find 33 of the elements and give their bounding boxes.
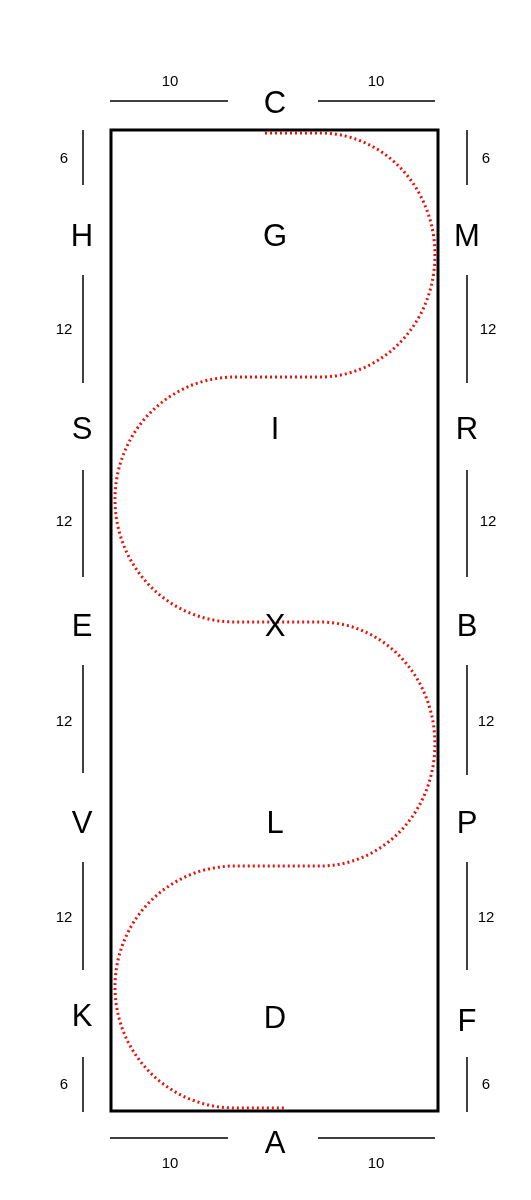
arena-letter: H	[70, 219, 94, 251]
dimension-label: 12	[477, 908, 495, 924]
dimension-label: 10	[161, 1154, 179, 1170]
dimension-label: 12	[55, 320, 73, 336]
arena-letter: M	[454, 219, 480, 251]
arena-letter: D	[263, 1001, 287, 1033]
arena-letter: P	[456, 806, 478, 838]
arena-letter: S	[71, 412, 93, 444]
dimension-label: 12	[55, 712, 73, 728]
arena-letter: E	[71, 609, 93, 641]
dimension-label: 6	[59, 149, 69, 165]
arena-letter: K	[71, 999, 93, 1031]
dimension-label: 10	[367, 72, 385, 88]
arena-letter: F	[457, 1004, 477, 1036]
arena-letter: I	[270, 412, 280, 444]
dimension-label: 6	[481, 149, 491, 165]
dimension-label: 12	[55, 512, 73, 528]
arena-letter: L	[266, 806, 284, 838]
dimension-label: 12	[55, 908, 73, 924]
dimension-label: 6	[481, 1075, 491, 1091]
arena-letter: B	[456, 609, 478, 641]
dimension-label: 6	[59, 1075, 69, 1091]
arena-letter: C	[263, 86, 287, 118]
arena-letter: R	[455, 412, 479, 444]
dimension-label: 10	[161, 72, 179, 88]
arena-letter: X	[264, 609, 286, 641]
arena-letter: G	[262, 219, 288, 251]
dimension-label: 12	[479, 512, 497, 528]
dimension-label: 10	[367, 1154, 385, 1170]
arena-letter: A	[264, 1126, 286, 1158]
arena-letter: V	[71, 806, 93, 838]
dimension-label: 12	[477, 712, 495, 728]
dimension-label: 12	[479, 320, 497, 336]
